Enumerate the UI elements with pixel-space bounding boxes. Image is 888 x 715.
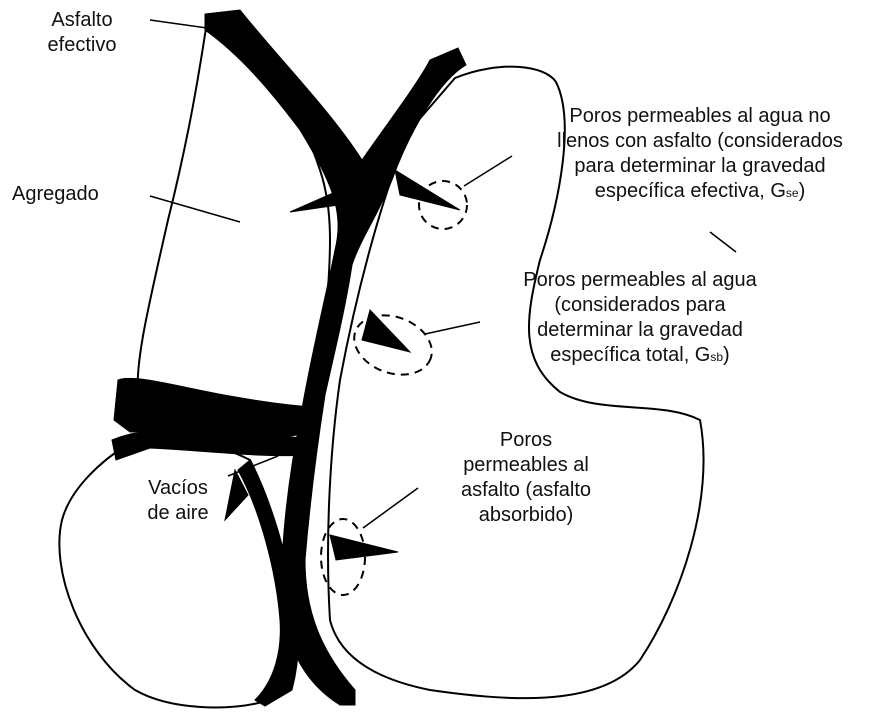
label-gsb-suffix: ): [723, 344, 730, 366]
label-gsb-subscript: sb: [710, 350, 724, 364]
label-vacios-line2: de aire: [147, 502, 209, 524]
label-poros-asfalto: Poros permeables al asfalto (asfalto abs…: [426, 428, 626, 528]
aggregate-right: [327, 65, 705, 700]
label-poros-no-llenos: Poros permeables al agua no llenos con a…: [520, 104, 880, 206]
label-vacios-line1: Vacíos: [148, 477, 208, 499]
label-gse-subscript: se: [785, 186, 799, 200]
leader-poros-asfalto: [362, 487, 419, 529]
pore-circle-absorbed: [320, 518, 366, 596]
label-poros-asfalto-line1: Poros: [499, 429, 553, 451]
aggregate-upper-left: [136, 19, 331, 419]
leader-agregado: [149, 195, 241, 223]
pore-circle-total: [353, 314, 433, 376]
label-gse-prefix: específica efectiva, G: [594, 180, 786, 202]
label-asfalto-efectivo: Asfalto efectivo: [30, 8, 134, 58]
label-vacios: Vacíos de aire: [128, 476, 228, 526]
label-poros-no-llenos-line2: llenos con asfalto (considerados: [557, 130, 843, 152]
leader-poros-agua: [424, 321, 481, 335]
label-poros-asfalto-line3: asfalto (asfalto: [460, 479, 592, 501]
label-poros-no-llenos-line3: para determinar la gravedad: [574, 155, 826, 177]
label-asfalto-line1: Asfalto: [51, 9, 113, 31]
pore-circle-effective: [418, 180, 468, 230]
leader-asfalto: [149, 19, 208, 29]
label-gsb-prefix: específica total, G: [550, 344, 711, 366]
label-poros-asfalto-line2: permeables al: [463, 454, 589, 476]
label-poros-no-llenos-line4: específica efectiva, Gse): [520, 179, 880, 206]
label-asfalto-line2: efectivo: [47, 34, 117, 56]
asphalt-film: [111, 9, 467, 707]
leader-poros-no-llenos: [463, 155, 513, 187]
label-poros-no-llenos-line1: Poros permeables al agua no: [569, 105, 831, 127]
label-poros-agua-line4: específica total, Gsb): [490, 343, 790, 370]
label-gse-suffix: ): [798, 180, 806, 202]
label-poros-agua-line1: Poros permeables al agua: [523, 269, 757, 291]
leader-vacios: [227, 455, 279, 477]
label-poros-agua: Poros permeables al agua (considerados p…: [490, 268, 790, 370]
label-poros-agua-line3: determinar la gravedad: [537, 319, 743, 341]
leader-poros-no-llenos-2: [709, 231, 737, 253]
label-poros-asfalto-line4: absorbido): [478, 504, 574, 526]
label-poros-agua-line2: (considerados para: [554, 294, 726, 316]
label-agregado: Agregado: [12, 183, 99, 205]
